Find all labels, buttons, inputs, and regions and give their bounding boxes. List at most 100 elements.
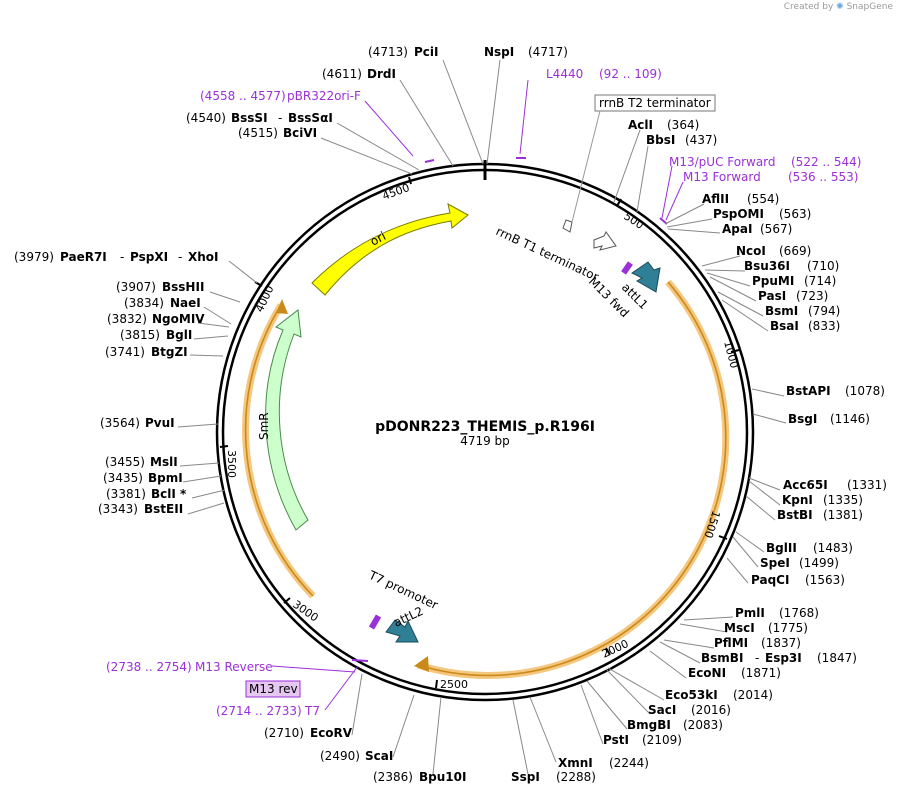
pos-psti: (2109) [642,733,682,747]
m13-rev-box[interactable] [245,680,301,698]
enz-bcli[interactable]: BclI * [151,487,187,501]
enz-sspi[interactable]: SspI [511,770,540,784]
enz-aflii[interactable]: AflII [702,192,729,206]
enz-pvui[interactable]: PvuI [145,416,175,430]
pos-bstbi: (1381) [823,508,863,522]
enz-scai[interactable]: ScaI [365,749,393,763]
enz-bgli[interactable]: BglI [166,328,192,342]
pos-spei: (1499) [799,556,839,570]
snapgene-credit: Created by ✺ SnapGene [784,2,893,12]
enz-paqci[interactable]: PaqCI [751,573,789,587]
pos-apai: (567) [760,222,792,236]
enz-bcivi[interactable]: BciVI [283,126,317,140]
enz-pasi[interactable]: PasI [758,289,786,303]
tick-4000: 4000 [253,283,277,314]
enz-drdi[interactable]: DrdI [367,67,396,81]
enz-apai[interactable]: ApaI [722,222,752,236]
enz-bsssai[interactable]: BssSαI [288,111,333,125]
m13-fwd-label: M13 fwd [586,274,632,320]
pos-econi: (1871) [741,666,781,680]
primer-marks [351,157,668,662]
primer-l4440-name: L4440 [546,67,583,81]
enz-acli[interactable]: AclI [628,118,653,132]
enz-bstapi[interactable]: BstAPI [786,384,831,398]
enz-bsshii[interactable]: BssHII [162,280,204,294]
enz-ncoi[interactable]: NcoI [736,244,766,258]
enz-eco53ki[interactable]: Eco53kI [665,688,718,702]
pos-pvui: (3564) [100,416,140,430]
enz-bsteii[interactable]: BstEII [144,502,183,516]
enz-bglii[interactable]: BglII [766,541,797,555]
enz-bsmi[interactable]: BsmI [765,304,798,318]
enz-pspxi[interactable]: PspXI [130,250,168,264]
attl1-arrow[interactable] [631,261,661,293]
cds-arrowhead-left [276,299,288,314]
pos-acc65i: (1331) [847,478,887,492]
primer-m13rev-range: (2738 .. 2754) [106,660,192,674]
enz-psti[interactable]: PstI [603,733,629,747]
enz-bsgi[interactable]: BsgI [788,412,817,426]
pos-bcivi: (4515) [238,126,278,140]
enz-acc65i[interactable]: Acc65I [783,478,828,492]
enz-pmli[interactable]: PmlI [735,606,765,620]
enz-paer7i[interactable]: PaeR7I [60,250,107,264]
enz-pflmi[interactable]: PflMI [714,636,748,650]
enz-bstbi[interactable]: BstBI [777,508,813,522]
enz-bsai[interactable]: BsaI [770,319,799,333]
pos-bsteii: (3343) [98,502,138,516]
enz-pspomi[interactable]: PspOMI [713,207,764,221]
pos-saci: (2016) [691,703,731,717]
enz-xhoi[interactable]: XhoI [188,250,219,264]
enz-msli[interactable]: MslI [150,455,178,469]
smr-arrow[interactable] [265,309,309,531]
enz-bsmbi-sep: - [755,651,759,665]
enz-bbsi[interactable]: BbsI [646,133,675,147]
pos-aflii: (554) [747,192,779,206]
pos-acli: (364) [667,118,699,132]
pos-pmli: (1768) [779,606,819,620]
enz-bsu36i[interactable]: Bsu36I [744,259,790,273]
enz-nspi[interactable]: NspI [484,45,514,59]
pos-pasi: (723) [796,289,828,303]
primer-l4440-range: (92 .. 109) [599,67,662,81]
cds-arc-right-core [417,281,727,677]
pos-ngomiv: (3832) [107,312,147,326]
enz-esp3i[interactable]: Esp3I [765,651,802,665]
ori-arrow[interactable] [311,203,469,296]
enz-paer7i-sep1: - [120,250,124,264]
enz-bsssi[interactable]: BssSI [231,111,268,125]
plasmid-length: 4719 bp [460,434,510,448]
enz-xmni[interactable]: XmnI [558,756,593,770]
primer-m13rev-name: M13 Reverse [195,660,273,674]
enz-bpu10i[interactable]: Bpu10I [419,770,466,784]
attl2-arrow[interactable] [385,619,419,643]
rrnb-t1-terminator-arrow[interactable] [593,231,617,251]
pos-paqci: (1563) [805,573,845,587]
enz-econi[interactable]: EcoNI [688,666,726,680]
enz-bpmi[interactable]: BpmI [148,471,183,485]
pos-bsshii: (3907) [116,280,156,294]
enz-ecorv[interactable]: EcoRV [310,726,353,740]
enz-ppumi[interactable]: PpuMI [752,274,794,288]
primer-m13fwd-name: M13 Forward [683,170,761,184]
enz-naei[interactable]: NaeI [170,296,201,310]
enz-spei[interactable]: SpeI [760,556,790,570]
pos-msli: (3455) [105,455,145,469]
enz-kpni[interactable]: KpnI [782,493,813,507]
enz-bsmbi[interactable]: BsmBI [701,651,743,665]
pos-scai: (2490) [320,749,360,763]
cds-arrowhead-right [414,656,429,672]
pos-pcii: (4713) [368,45,408,59]
enz-saci[interactable]: SacI [648,703,676,717]
enz-ngomiv[interactable]: NgoMIV [152,312,205,326]
enz-bmgbi[interactable]: BmgBI [627,718,671,732]
enz-btgzi[interactable]: BtgZI [151,345,188,359]
rrnb-t2-terminator-arrow[interactable] [562,219,573,233]
primer-m13puc-name: M13/pUC Forward [669,155,776,169]
enz-pcii[interactable]: PciI [414,45,439,59]
enz-msci[interactable]: MscI [724,621,755,635]
rrnb-t1-label: rrnB T1 terminator [494,224,601,284]
m13-rev-label: M13 rev [249,682,298,696]
pos-bpu10i: (2386) [373,770,413,784]
